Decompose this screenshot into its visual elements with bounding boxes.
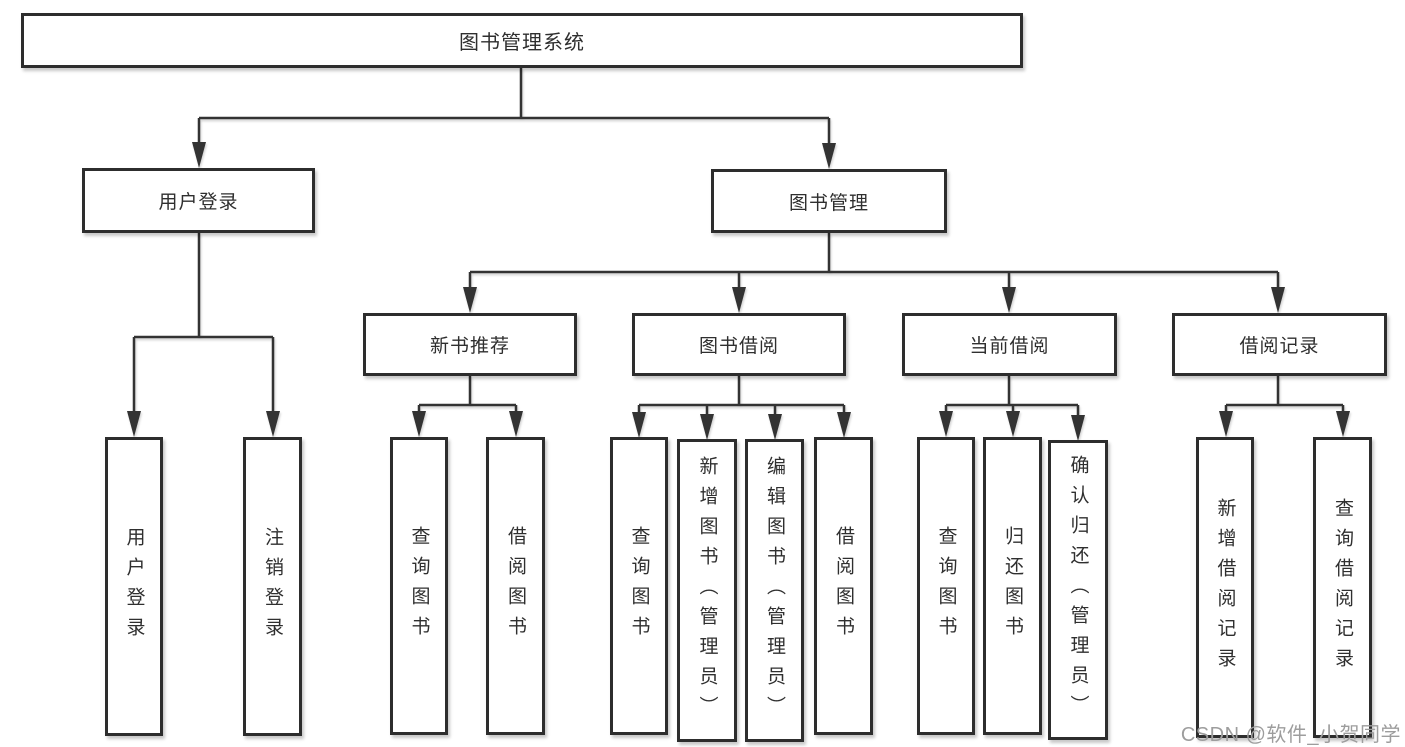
node-current-borrowing: 当前借阅 (902, 313, 1117, 376)
node-label: 查询图书 (628, 526, 650, 646)
node-user-login-action: 用户登录 (105, 437, 163, 736)
node-query-borrow-record: 查询借阅记录 (1313, 437, 1372, 738)
node-label: 查询图书 (408, 526, 430, 646)
node-query-books-borrow: 查询图书 (610, 437, 668, 735)
node-add-books-admin: 新增图书（管理员） (677, 439, 737, 742)
node-user-login: 用户登录 (82, 168, 315, 233)
node-edit-books-admin: 编辑图书（管理员） (745, 439, 804, 742)
node-query-books-current: 查询图书 (917, 437, 975, 735)
node-label: 查询图书 (935, 526, 957, 646)
node-label: 用户登录 (123, 526, 145, 647)
node-query-books-newrec: 查询图书 (390, 437, 448, 735)
node-label: 用户登录 (158, 192, 239, 213)
node-label: 新增借阅记录 (1214, 497, 1236, 678)
node-label: 借阅图书 (833, 526, 854, 646)
node-add-borrow-record: 新增借阅记录 (1196, 437, 1254, 738)
node-label: 图书管理系统 (459, 32, 585, 54)
node-label: 借阅图书 (505, 526, 526, 646)
node-label: 图书管理 (788, 192, 869, 214)
node-label: 图书借阅 (698, 336, 779, 357)
node-borrowing-records: 借阅记录 (1172, 313, 1387, 376)
node-borrow-books-action: 借阅图书 (814, 437, 873, 735)
node-book-borrowing: 图书借阅 (632, 313, 846, 376)
node-return-books: 归还图书 (983, 437, 1042, 735)
node-label: 归还图书 (1002, 526, 1023, 646)
node-borrow-books-newrec: 借阅图书 (486, 437, 545, 735)
node-label: 确认归还（管理员） (1067, 455, 1089, 725)
node-logout-action: 注销登录 (243, 437, 302, 736)
node-new-book-recommend: 新书推荐 (363, 313, 577, 376)
node-label: 查询借阅记录 (1332, 497, 1353, 678)
arrowheads (127, 142, 1350, 441)
node-label: 新增图书（管理员） (696, 455, 718, 726)
node-confirm-return-admin: 确认归还（管理员） (1048, 440, 1108, 740)
node-label: 当前借阅 (969, 336, 1050, 357)
node-label: 编辑图书（管理员） (764, 455, 785, 726)
node-label: 新书推荐 (429, 336, 510, 357)
node-library-system: 图书管理系统 (21, 13, 1023, 68)
node-book-management: 图书管理 (711, 169, 947, 233)
node-label: 借阅记录 (1239, 336, 1320, 357)
node-label: 注销登录 (262, 526, 283, 647)
csdn-watermark: CSDN @软件_小贺同学 (1180, 724, 1401, 746)
